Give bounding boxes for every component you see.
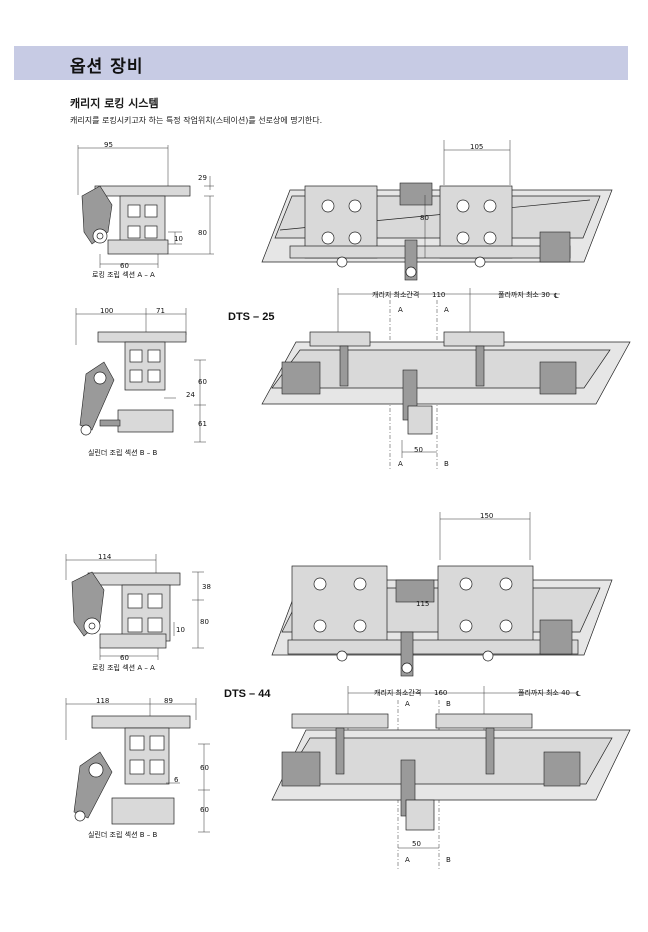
dts25-aa-dim-60: 60 [120, 262, 129, 270]
dts44-aa-dim-60: 60 [120, 654, 129, 662]
dts25-mark-b-bottom: B [444, 460, 449, 468]
dts44-min-spacing-label: 캐리지 최소간격 [374, 688, 421, 697]
dts25-section-bb-drawing [75, 308, 206, 443]
dts44-centerline-symbol: ℄ [576, 690, 581, 698]
header-band [14, 46, 628, 80]
dts44-top-dim-150: 150 [480, 512, 493, 520]
dts25-bb-dim-61: 61 [198, 420, 207, 428]
dts25-bb-dim-60: 60 [198, 378, 207, 386]
dts44-bb-dim-60-upper: 60 [200, 764, 209, 772]
dts25-dim-50: 50 [414, 446, 423, 454]
dts44-aa-dim-80: 80 [200, 618, 209, 626]
dts44-mark-a-bottom: A [405, 856, 410, 864]
dts25-top-dim-105: 105 [470, 143, 483, 151]
dts44-aa-dim-10: 10 [176, 626, 185, 634]
dts44-front-view-drawing [271, 686, 631, 870]
dts25-aa-dim-95: 95 [104, 141, 113, 149]
dts44-bb-dim-89: 89 [164, 697, 173, 705]
dts25-mark-a-bottom: A [398, 460, 403, 468]
dts25-mark-a-top-right: A [444, 306, 449, 314]
dts25-aa-dim-80: 80 [198, 229, 207, 237]
dts25-aa-caption: 로킹 조립 섹션 A – A [92, 270, 155, 279]
dts25-top-dim-80: 80 [420, 214, 429, 222]
dts25-aa-dim-29: 29 [198, 174, 207, 182]
dts44-aa-dim-38: 38 [202, 583, 211, 591]
dts25-top-view-drawing [261, 140, 613, 281]
dts44-bb-caption: 실린더 조립 섹션 B – B [88, 830, 158, 839]
dts44-bb-dim-6: 6 [174, 776, 179, 784]
dts25-centerline-symbol: ℄ [554, 292, 559, 300]
dts44-bb-dim-118: 118 [96, 697, 109, 705]
dts25-bb-dim-71: 71 [156, 307, 165, 315]
dts44-model-label: DTS – 44 [224, 688, 271, 700]
dts25-min-spacing-value: 110 [432, 291, 445, 299]
dts44-mark-b-bottom: B [446, 856, 451, 864]
dts25-mark-a-top: A [398, 306, 403, 314]
dts44-dim-50: 50 [412, 840, 421, 848]
dts25-front-view-drawing [261, 288, 631, 470]
section-description: 캐리지를 로킹시키고자 하는 특정 작업위치(스테이션)를 선로상에 명기한다. [70, 116, 323, 125]
dts44-bb-dim-60-lower: 60 [200, 806, 209, 814]
dts25-pulley-min-label: 풀리까지 최소 30 [498, 290, 550, 299]
dts44-mark-b-top: B [446, 700, 451, 708]
dts25-bb-dim-24: 24 [186, 391, 195, 399]
dts25-bb-dim-100: 100 [100, 307, 113, 315]
dts44-min-spacing-value: 160 [434, 689, 447, 697]
dts25-min-spacing-label: 캐리지 최소간격 [372, 290, 419, 299]
dts25-bb-caption: 실린더 조립 섹션 B – B [88, 448, 158, 457]
dts25-aa-dim-10: 10 [174, 235, 183, 243]
dts44-mark-a-top: A [405, 700, 410, 708]
dts25-model-label: DTS – 25 [228, 311, 274, 323]
dts44-pulley-min-label: 풀리까지 최소 40 [518, 688, 570, 697]
section-title: 캐리지 로킹 시스템 [70, 97, 159, 110]
dts44-top-view-drawing [271, 512, 613, 677]
dts44-aa-caption: 로킹 조립 섹션 A – A [92, 663, 155, 672]
dts44-top-dim-115: 115 [416, 600, 429, 608]
page-title: 옵션 장비 [70, 57, 144, 77]
dts44-section-aa-drawing [65, 554, 204, 660]
dts44-aa-dim-114: 114 [98, 553, 112, 561]
dts25-section-aa-drawing [77, 145, 214, 268]
dts44-section-bb-drawing [65, 698, 210, 833]
